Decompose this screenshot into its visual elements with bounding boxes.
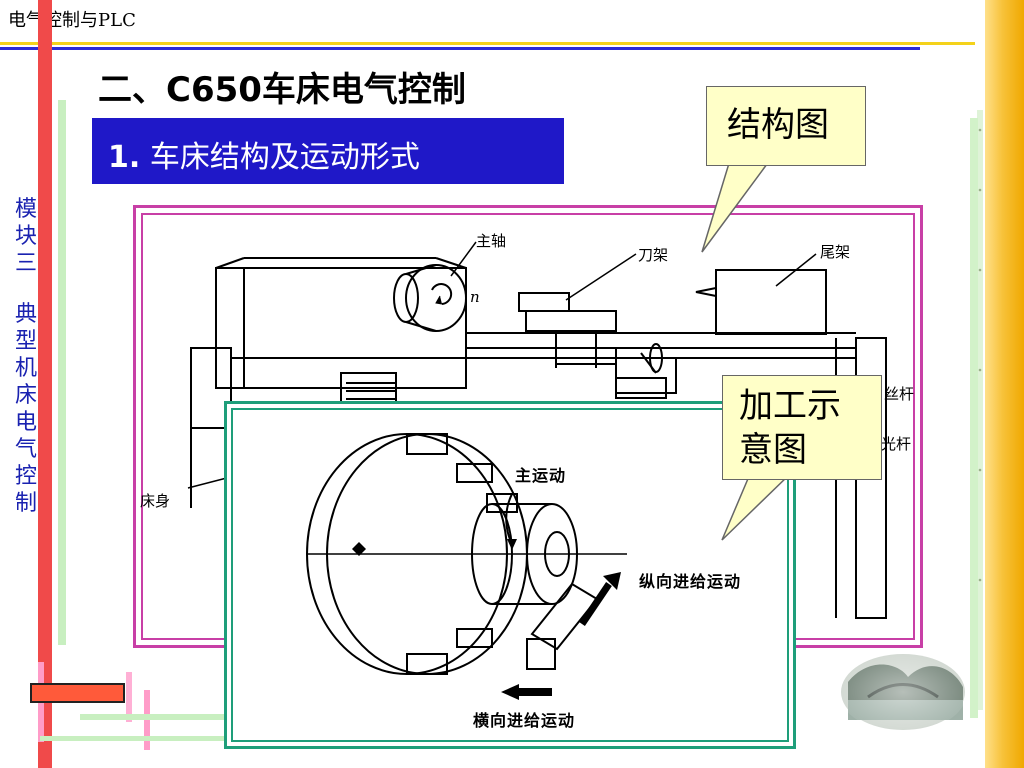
- callout-process-tail: [721, 473, 792, 541]
- label-lead-screw: 丝杆: [884, 385, 915, 403]
- bottom-green-line: [80, 714, 225, 720]
- label-spindle-n: n: [470, 288, 480, 306]
- module-char: 三: [14, 251, 37, 276]
- module-char: 控: [14, 464, 37, 489]
- module-char: 模: [14, 197, 37, 222]
- section-banner: 1. 车床结构及运动形式: [92, 118, 564, 184]
- module-vertical-label: 模 块 三 典 型 机 床 电 气 控 制: [6, 196, 46, 517]
- process-drawing: [306, 433, 627, 700]
- right-green-bar: [970, 118, 978, 718]
- machining-process-figure: 主运动 纵向进给运动 横向进给运动: [224, 401, 796, 749]
- module-char: 电: [14, 410, 37, 435]
- label-transverse-feed: 横向进给运动: [473, 711, 576, 730]
- module-char: 典: [14, 302, 37, 327]
- module-char: 型: [14, 329, 37, 354]
- label-spindle: 主轴: [476, 232, 507, 250]
- section-number: 1.: [108, 140, 141, 175]
- module-char: 块: [14, 224, 37, 249]
- label-polish-rod: 光杆: [881, 435, 912, 453]
- label-tailstock: 尾架: [820, 243, 851, 261]
- header-divider-yellow: [0, 42, 975, 45]
- bottom-pink-bar-2: [144, 690, 150, 750]
- module-char: 机: [14, 356, 37, 381]
- callout-structure: 结构图: [706, 86, 866, 166]
- module-char: 制: [14, 491, 37, 516]
- right-decor-dots: [977, 110, 983, 710]
- slide-title: 二、C650车床电气控制: [98, 70, 466, 110]
- left-green-bar: [58, 100, 66, 645]
- section-title: 车床结构及运动形式: [149, 140, 420, 175]
- bottom-pink-bar-3: [126, 672, 132, 722]
- callout-process-line2: 意图: [739, 430, 807, 470]
- bottom-green-line-2: [40, 736, 225, 741]
- module-char: 气: [14, 437, 37, 462]
- right-decor-stripe: [985, 0, 1024, 768]
- landscape-decoration-image: [839, 652, 967, 732]
- module-char: 床: [14, 383, 37, 408]
- course-title: 电气控制与PLC: [8, 10, 136, 31]
- label-bed: 床身: [140, 492, 171, 510]
- callout-structure-tail: [701, 159, 772, 253]
- header-divider-blue: [0, 47, 920, 50]
- label-main-motion: 主运动: [515, 466, 567, 485]
- bottom-dark-bar: [30, 683, 125, 703]
- callout-process-line1: 加工示: [739, 386, 841, 426]
- label-longitudinal-feed: 纵向进给运动: [639, 572, 742, 591]
- label-tool-rest: 刀架: [638, 246, 669, 264]
- left-red-bar: [38, 0, 52, 768]
- callout-process: 加工示 意图: [722, 375, 882, 480]
